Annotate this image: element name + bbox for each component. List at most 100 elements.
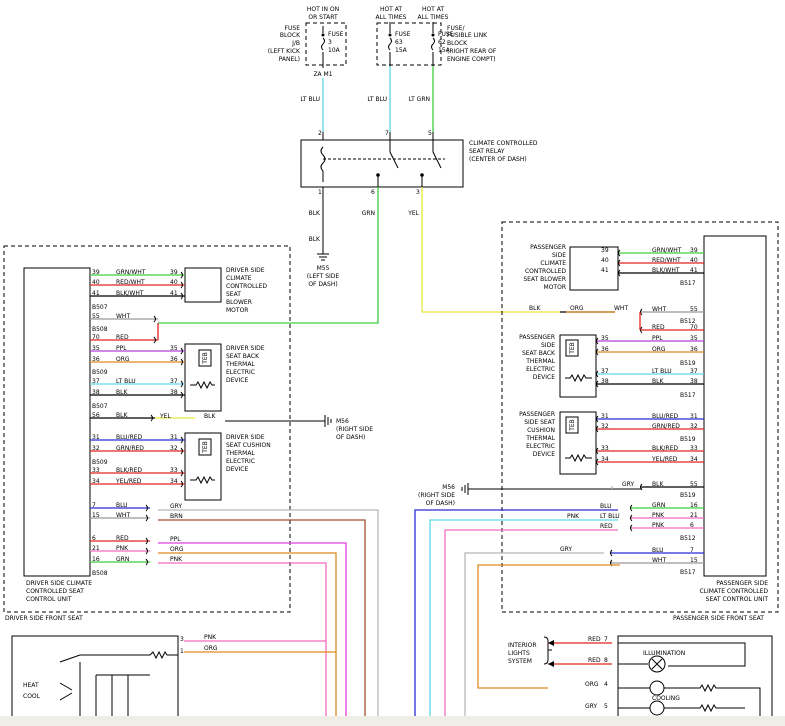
relay-top-stubs xyxy=(322,132,434,140)
driver-pin-35: 35 xyxy=(92,345,100,352)
pass-pin-32: 32 xyxy=(690,423,698,430)
driver-connector-mark xyxy=(180,271,183,279)
pm-l6: MOTOR xyxy=(544,284,566,291)
driver-pin-36: 36 xyxy=(92,356,100,363)
grn-label: GRN xyxy=(362,210,375,217)
drv-conn-4: B507 xyxy=(92,403,108,410)
pass-pin-6: 6 xyxy=(690,522,694,529)
driver-unit-l2: CONTROLLED SEAT xyxy=(26,588,84,595)
pass-ext-ltblu-label: LT BLU xyxy=(600,513,620,520)
relay-out-stubs xyxy=(377,176,423,187)
driver-pin2-33: 33 xyxy=(170,467,178,474)
pass-pin2-33: 33 xyxy=(601,445,609,452)
driver-pin-39: 39 xyxy=(92,269,100,276)
driver-unit-l1: DRIVER SIDE CLIMATE xyxy=(26,580,92,587)
driver-wire-color: BLK/WHT xyxy=(116,290,144,297)
driver-pin2-36: 36 xyxy=(170,356,178,363)
driver-back-teb-box xyxy=(198,349,212,367)
fuse-block-l3: J/B xyxy=(291,40,300,47)
relay-pin-6: 6 xyxy=(371,189,375,196)
driver-pin-15: 15 xyxy=(92,512,100,519)
drv-ext-yel-label: YEL xyxy=(159,413,171,420)
driver-pin-41: 41 xyxy=(92,290,100,297)
pc-l1: PASSENGER xyxy=(519,411,555,418)
pb-l2: SIDE xyxy=(541,342,555,349)
fusible-link-block xyxy=(376,22,442,66)
pass-connector-mark xyxy=(596,337,599,345)
driver-pin-40: 40 xyxy=(92,279,100,286)
driver-pin-16: 16 xyxy=(92,556,100,563)
relay-pin-7: 7 xyxy=(385,130,389,137)
driver-wire-color: BLU/RED xyxy=(116,434,143,441)
pass-connector-mark xyxy=(610,549,613,557)
driver-pin2-38: 38 xyxy=(170,389,178,396)
passenger-seat-section: PASSENGER SIDE FRONT SEAT PASSENGER SIDE… xyxy=(414,221,779,716)
pass-cushion-resistor xyxy=(565,453,592,463)
climate-switch-box xyxy=(11,635,179,716)
relay-contacts xyxy=(389,140,442,169)
illumination-label: ILLUMINATION xyxy=(643,650,685,657)
drv-conn-3: B509 xyxy=(92,369,108,376)
pass-blk-label: BLK xyxy=(529,305,541,312)
fuse-block-l4: (LEFT KICK xyxy=(268,48,301,55)
wire-lt-blu-2-label: LT BLU xyxy=(367,96,387,103)
illum-lamp-x xyxy=(651,658,663,670)
fuse-63-symbol xyxy=(388,22,392,66)
dm-l5: BLOWER xyxy=(226,299,252,306)
pass-pin2-31: 31 xyxy=(601,413,609,420)
pass-wht-label: WHT xyxy=(614,305,628,312)
pass-connector-mark xyxy=(596,415,599,423)
pass-ext-blu-label: BLU xyxy=(600,503,612,510)
pass-wire-color: BLK xyxy=(652,378,664,385)
m55-l2: (LEFT SIDE xyxy=(307,273,340,280)
driver-wire-color: PNK xyxy=(116,545,129,552)
pass-conn-1: B517 xyxy=(680,280,696,287)
pc-l3: CUSHION xyxy=(527,427,555,434)
pass-wire-color: ORG xyxy=(652,346,666,353)
relay-coil xyxy=(320,146,326,182)
pass-connector-mark xyxy=(596,370,599,378)
pass-pin2-41: 41 xyxy=(601,267,609,274)
pass-connector-mark xyxy=(630,504,633,512)
fuse-block-l5: PANEL) xyxy=(279,56,300,63)
driver-connector-mark xyxy=(180,292,183,300)
driver-wire-color: BLK xyxy=(116,412,128,419)
drv-conn-5: B509 xyxy=(92,459,108,466)
fuse-62-l3: 15A xyxy=(438,47,451,54)
lights-system-bracket xyxy=(543,636,552,665)
ground-m55: BLK BLK M55 (LEFT SIDE OF DASH) GRN YEL xyxy=(158,187,560,324)
wire-yel-pass xyxy=(421,187,560,313)
fusible-l2: FUSIBLE LINK xyxy=(447,32,488,39)
pass-connector-mark xyxy=(630,524,633,532)
driver-pin-7: 7 xyxy=(92,502,96,509)
fuse-63-l3: 15A xyxy=(395,47,408,54)
fuse-63-l2: 63 xyxy=(395,39,403,46)
pass-wire-color: BLU xyxy=(652,547,664,554)
dc-l3: THERMAL xyxy=(225,450,255,457)
dc-l5: DEVICE xyxy=(226,466,248,473)
pass-wire-color: PPL xyxy=(652,335,663,342)
cooling-heating-circuit xyxy=(618,683,761,716)
drv-conn-2: B508 xyxy=(92,326,108,333)
pass-unit-l1: PASSENGER SIDE xyxy=(716,580,768,587)
driver-connector-mark xyxy=(145,558,148,566)
hot-all-1-l1: HOT AT xyxy=(380,6,402,13)
driver-connector-mark xyxy=(180,391,183,399)
fuse-3-l1: FUSE xyxy=(328,31,344,38)
br-pin8: 8 xyxy=(604,657,608,664)
driver-pin2-40: 40 xyxy=(170,279,178,286)
pb-l1: PASSENGER xyxy=(519,334,555,341)
pass-pin-55: 55 xyxy=(690,481,698,488)
driver-connector-mark xyxy=(180,436,183,444)
driver-connector-mark xyxy=(180,281,183,289)
br-arrow-heads xyxy=(548,640,554,667)
pass-back-teb-box xyxy=(565,339,579,357)
pass-wire-color: GRN/WHT xyxy=(652,247,682,254)
pass-ext-ltblu xyxy=(429,519,618,716)
lights-l3: SYSTEM xyxy=(508,658,532,665)
fuse-62-symbol xyxy=(431,22,435,66)
yel-label: YEL xyxy=(407,210,419,217)
fuse-63-l1: FUSE xyxy=(395,31,411,38)
driver-pin2-41: 41 xyxy=(170,290,178,297)
